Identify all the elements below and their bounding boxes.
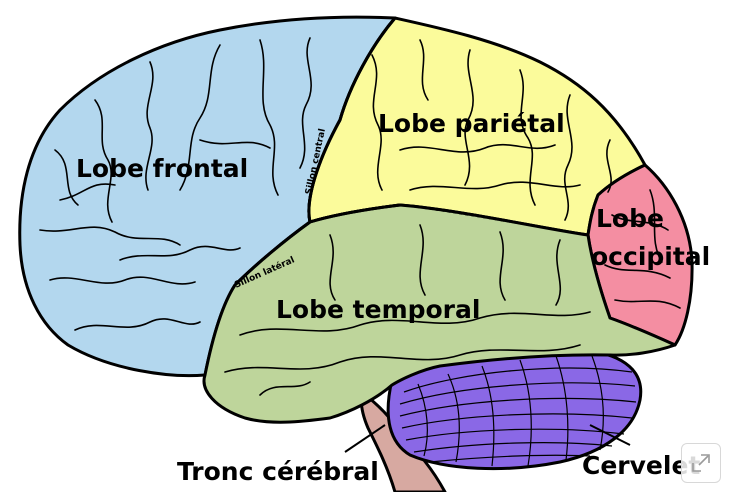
occipital-lobe-label-line2: occipital <box>591 242 710 271</box>
brainstem-pointer-line <box>344 424 386 453</box>
frontal-gyri <box>39 37 312 331</box>
expand-button[interactable] <box>681 443 721 483</box>
occipital-lobe-label-line1: Lobe <box>596 204 664 233</box>
brainstem-label: Tronc cérébral <box>177 457 379 486</box>
cerebellum-pointer-line <box>589 424 631 446</box>
parietal-lobe-label: Lobe pariétal <box>378 109 565 138</box>
cerebellum-region <box>386 347 643 471</box>
frontal-lobe-label: Lobe frontal <box>76 154 248 183</box>
expand-icon <box>692 454 710 472</box>
cerebellum-label: Cervelet <box>582 451 700 480</box>
central-sulcus-line <box>307 17 397 223</box>
occipital-gyri <box>604 189 681 309</box>
lateral-sulcus-line <box>233 203 401 287</box>
temporal-lobe-label: Lobe temporal <box>276 295 480 324</box>
parietal-gyri <box>371 39 612 221</box>
temporal-gyri <box>224 224 591 396</box>
